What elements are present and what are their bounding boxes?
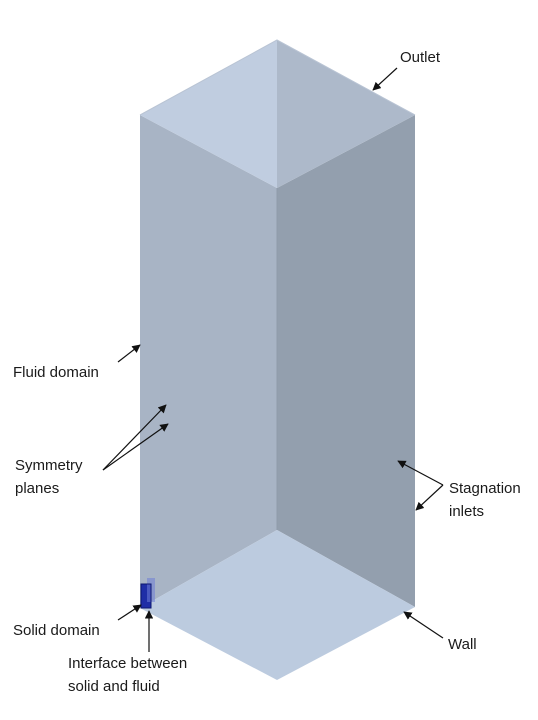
stagnation-inlets-line1: Stagnation — [449, 480, 521, 497]
stagnation-inlets-line2: inlets — [449, 503, 485, 520]
solid-domain-block — [140, 578, 155, 609]
solid-domain-label: Solid domain — [13, 622, 100, 639]
interface-label: Interface between solid and fluid — [68, 652, 187, 698]
fluid-domain-box — [139, 39, 416, 680]
right-face — [277, 115, 415, 607]
fluid-domain-arrow — [117, 344, 141, 363]
bottom-face — [140, 530, 415, 680]
interface-line1: Interface between — [68, 655, 188, 672]
wall-label: Wall — [448, 636, 477, 653]
stagnation-arrow-1 — [397, 460, 444, 486]
stagnation-arrow-2 — [415, 484, 444, 511]
fluid-domain-label: Fluid domain — [13, 364, 99, 381]
symmetry-arrow-1 — [102, 404, 167, 471]
stagnation-inlets-label: Stagnation inlets — [449, 477, 521, 523]
top-face-left — [140, 40, 277, 188]
solid-domain-arrow — [117, 604, 142, 621]
outlet-label: Outlet — [400, 49, 441, 66]
top-face-right — [277, 40, 415, 188]
left-face — [140, 115, 277, 608]
wall-arrow — [403, 611, 444, 639]
symmetry-planes-label: Symmetry planes — [15, 454, 83, 500]
symmetry-planes-line1: Symmetry — [15, 457, 83, 474]
symmetry-planes-line2: planes — [15, 480, 60, 497]
symmetry-arrow-2 — [102, 423, 169, 471]
interface-line2: solid and fluid — [68, 678, 160, 695]
outlet-arrow — [372, 67, 398, 91]
